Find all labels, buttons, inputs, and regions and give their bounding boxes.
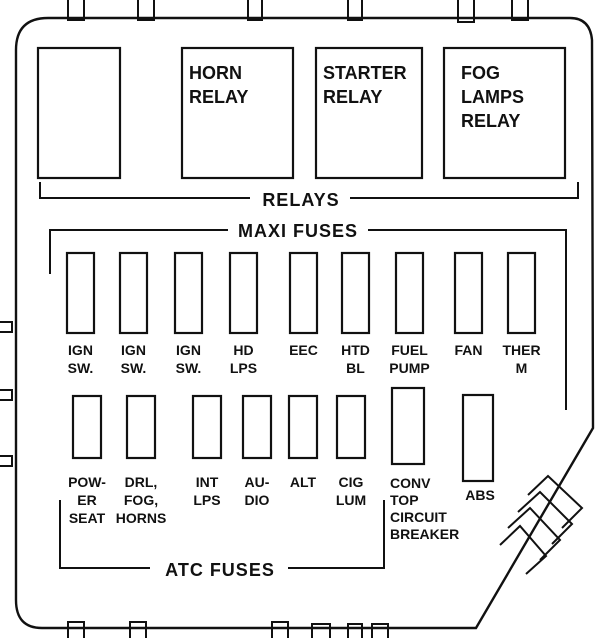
maxi-fuse [65,251,96,335]
maxi-fuse [118,251,149,335]
atc-fuse-label-line: AU- [245,474,270,490]
atc-fuse [71,394,103,460]
abs-fuse-box [461,393,495,483]
relay-label: STARTER RELAY [323,63,407,107]
atc-fuse-label-line: SEAT [69,510,106,526]
relay-box [36,46,122,180]
maxi-fuse [394,251,425,335]
maxi-fuse-label: IGN SW. [176,342,202,376]
atc-fuse [287,394,319,460]
maxi-fuse-label: EEC [289,342,318,358]
maxi-fuse-label: IGN SW. [121,342,147,376]
atc-fuse-label-line: DRL, [125,474,158,490]
relays-bracket [39,182,579,199]
relay-boxes: HORN RELAY STARTER RELAY FOG LAMPS RELAY [36,46,567,180]
atc-fuse [335,394,367,460]
atc-fuse-label: POW- ER SEAT [68,474,106,526]
left-side-tabs [0,321,13,467]
maxi-fuse-label-line: BL [346,360,365,376]
circuit-breaker-box [390,386,426,466]
relay-label-line: RELAY [461,111,520,131]
relay-label-line: STARTER [323,63,407,83]
relay-label: HORN RELAY [189,63,248,107]
maxi-fuse-label-line: HD [233,342,253,358]
circuit-breaker-label-line: CIRCUIT [390,509,447,525]
atc-fuse-label-line: HORNS [116,510,167,526]
maxi-fuse-label-line: LPS [230,360,257,376]
maxi-fuse-label-line: PUMP [389,360,429,376]
maxi-fuse-label-line: HTD [341,342,370,358]
atc-fuse [191,394,223,460]
relay-box [314,46,424,180]
maxi-fuse-label-line: SW. [176,360,202,376]
relay-label-line: LAMPS [461,87,524,107]
maxi-fuse-label: FUEL PUMP [389,342,429,376]
atc-fuse-label-line: LPS [193,492,220,508]
atc-fuses-bracket [59,500,385,569]
abs-fuse-label-line: ABS [465,487,495,503]
atc-fuse [241,394,273,460]
maxi-fuses-label: MAXI FUSES [238,221,358,241]
atc-fuse-label-line: POW- [68,474,106,490]
maxi-fuse-label-line: THER [502,342,540,358]
atc-fuse-label-line: INT [196,474,219,490]
circuit-breaker-label-line: CONV [390,475,431,491]
top-connector-tabs [67,0,529,23]
relays-label: RELAYS [262,190,339,210]
maxi-fuses-bracket [49,229,567,410]
circuit-breaker-label-line: BREAKER [390,526,459,542]
relay-label-line: HORN [189,63,242,83]
atc-fuse-label-line: ALT [290,474,317,490]
bottom-connector-tabs [67,621,389,638]
atc-fuse-label: DRL, FOG, HORNS [116,474,167,526]
maxi-fuse [173,251,204,335]
relay-box [180,46,295,180]
maxi-fuse-label: THER M [502,342,540,376]
circuit-breaker-label-line: TOP [390,492,419,508]
maxi-fuse-label-line: FAN [455,342,483,358]
atc-fuse-boxes: POW- ER SEAT DRL, FOG, HORNS INT LPS AU- DIO ALT CI… [68,394,367,526]
atc-fuse-label: AU- DIO [245,474,270,508]
atc-fuse-label: CIG LUM [336,474,366,508]
relay-label: FOG LAMPS RELAY [461,63,524,131]
atc-fuse-label: ALT [290,474,317,490]
right-side-connector [499,474,584,575]
relay-label-line: RELAY [323,87,382,107]
atc-fuse-label-line: LUM [336,492,366,508]
maxi-fuse-label-line: IGN [176,342,201,358]
relay-box [442,46,567,180]
maxi-fuse-label-line: SW. [121,360,147,376]
maxi-fuse-label-line: EEC [289,342,318,358]
atc-fuse-label: INT LPS [193,474,220,508]
relay-label-line: FOG [461,63,500,83]
abs-fuse-label: ABS [465,487,495,503]
fuse-box-housing [14,16,595,630]
maxi-fuse-label: HD LPS [230,342,257,376]
maxi-fuse-label-line: SW. [68,360,94,376]
maxi-fuse [288,251,319,335]
maxi-fuse [340,251,371,335]
atc-fuse-label-line: ER [77,492,96,508]
atc-fuse-label-line: CIG [339,474,364,490]
maxi-fuse-label-line: IGN [68,342,93,358]
maxi-fuse-label-line: IGN [121,342,146,358]
maxi-fuse-label: HTD BL [341,342,370,376]
maxi-fuse-label-line: FUEL [391,342,428,358]
atc-fuse-label-line: DIO [245,492,270,508]
maxi-fuse [228,251,259,335]
atc-fuses-label: ATC FUSES [165,560,275,580]
maxi-fuse [506,251,537,335]
maxi-fuse-label: IGN SW. [68,342,94,376]
atc-fuse-label-line: FOG, [124,492,158,508]
maxi-fuse [453,251,484,335]
maxi-fuse-label-line: M [516,360,528,376]
relay-label-line: RELAY [189,87,248,107]
maxi-fuse-label: FAN [455,342,483,358]
atc-fuse [125,394,157,460]
